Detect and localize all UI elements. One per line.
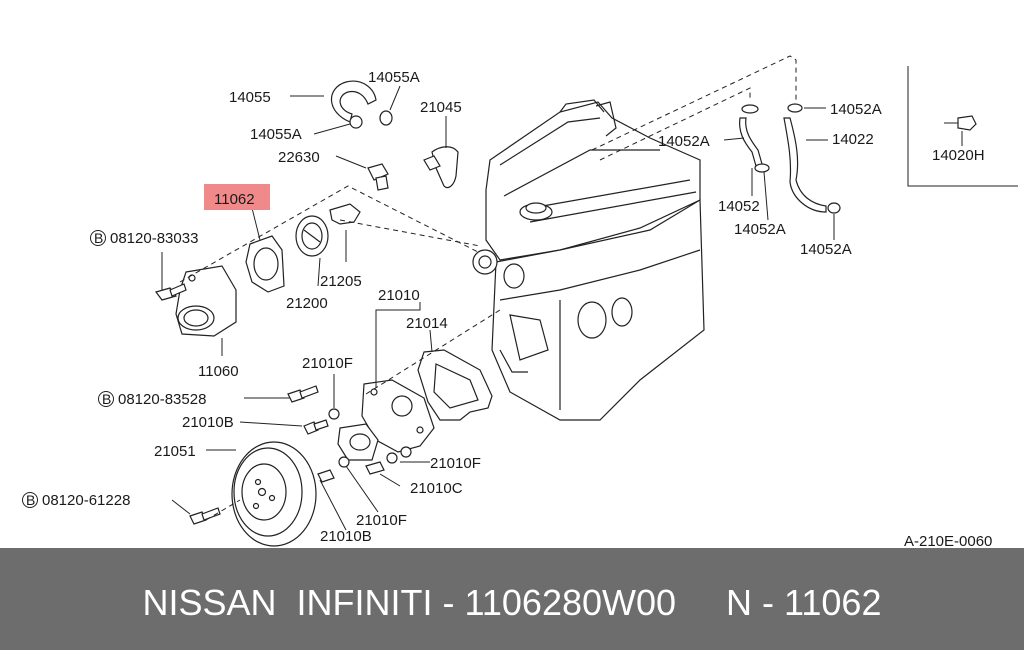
label-22630: 22630 (278, 149, 320, 166)
bolt-symbol-icon (98, 391, 114, 407)
label-21051: 21051 (154, 443, 196, 460)
svg-text:B: B (102, 391, 111, 407)
svg-text:B: B (94, 230, 103, 246)
pump-gasket-21014 (417, 349, 493, 421)
svg-text:B: B (26, 492, 35, 508)
label-14052: 14052 (718, 198, 760, 215)
footer-bar: NISSAN INFINITI - 1106280W00 N - 11062 (0, 548, 1024, 650)
hose-14055 (330, 80, 393, 129)
label-14052a-d: 14052A (800, 241, 852, 258)
label-21010c: 21010C (410, 480, 463, 497)
sensor-22630 (367, 163, 389, 191)
parts-diagram: 14055 14055A 14055A 21045 22630 11062 B … (22, 55, 1018, 548)
footer-part-number: NISSAN INFINITI - 1106280W00 N - 11062 (142, 582, 882, 623)
label-21205: 21205 (320, 273, 362, 290)
label-14052a-c: 14052A (734, 221, 786, 238)
svg-text:08120-83528: 08120-83528 (118, 391, 206, 408)
label-14020h: 14020H (932, 147, 985, 164)
label-21010f-c: 21010F (356, 512, 407, 529)
label-14052a-a: 14052A (658, 133, 710, 150)
water-pump-21010 (337, 379, 435, 461)
bolt-08120-61228 (189, 507, 221, 525)
label-11062: 11062 (214, 191, 255, 208)
gasket-11062 (245, 235, 285, 293)
pulley-21051 (231, 441, 317, 547)
thermostat-21200 (295, 215, 329, 257)
hose-group-right (739, 103, 841, 214)
bracket-21205 (329, 203, 361, 225)
engine-block (472, 99, 705, 421)
label-14055: 14055 (229, 89, 271, 106)
bolt-08120-83033 (154, 283, 187, 301)
label-21014: 21014 (406, 315, 448, 332)
label-21200: 21200 (286, 295, 328, 312)
label-08120-83033: B 08120-83033 (90, 230, 198, 247)
hose-14022 (783, 117, 827, 213)
svg-text:08120-83033: 08120-83033 (110, 230, 198, 247)
inset-frame (907, 66, 1018, 187)
label-14055a-left: 14055A (250, 126, 302, 143)
bolt-symbol-icon (22, 492, 38, 508)
label-21010b-b: 21010B (320, 528, 372, 545)
label-14052a-b: 14052A (830, 101, 882, 118)
assembly-dash-lines (179, 55, 797, 521)
leader-lines (161, 85, 835, 531)
label-14055a-top: 14055A (368, 69, 420, 86)
hose-clip-part-14020h (957, 115, 977, 131)
label-21010: 21010 (378, 287, 420, 304)
label-21010f-b: 21010F (430, 455, 481, 472)
hose-14052 (739, 117, 763, 167)
pump-fasteners (287, 385, 412, 483)
label-08120-61228: B 08120-61228 (22, 492, 130, 509)
label-14022: 14022 (832, 131, 874, 148)
diagram-code: A-210E-0060 (904, 533, 992, 548)
callout-labels: 14055 14055A 14055A 21045 22630 11062 B … (22, 69, 992, 548)
label-21010f-a: 21010F (302, 355, 353, 372)
svg-text:08120-61228: 08120-61228 (42, 492, 130, 509)
label-08120-83528: B 08120-83528 (98, 391, 206, 408)
water-outlet-11060 (175, 265, 237, 337)
label-11060: 11060 (198, 363, 239, 380)
part-highlight (204, 184, 270, 210)
label-21010b-a: 21010B (182, 414, 234, 431)
label-21045: 21045 (420, 99, 462, 116)
pipe-21045 (423, 146, 459, 189)
bolt-symbol-icon (90, 230, 106, 246)
